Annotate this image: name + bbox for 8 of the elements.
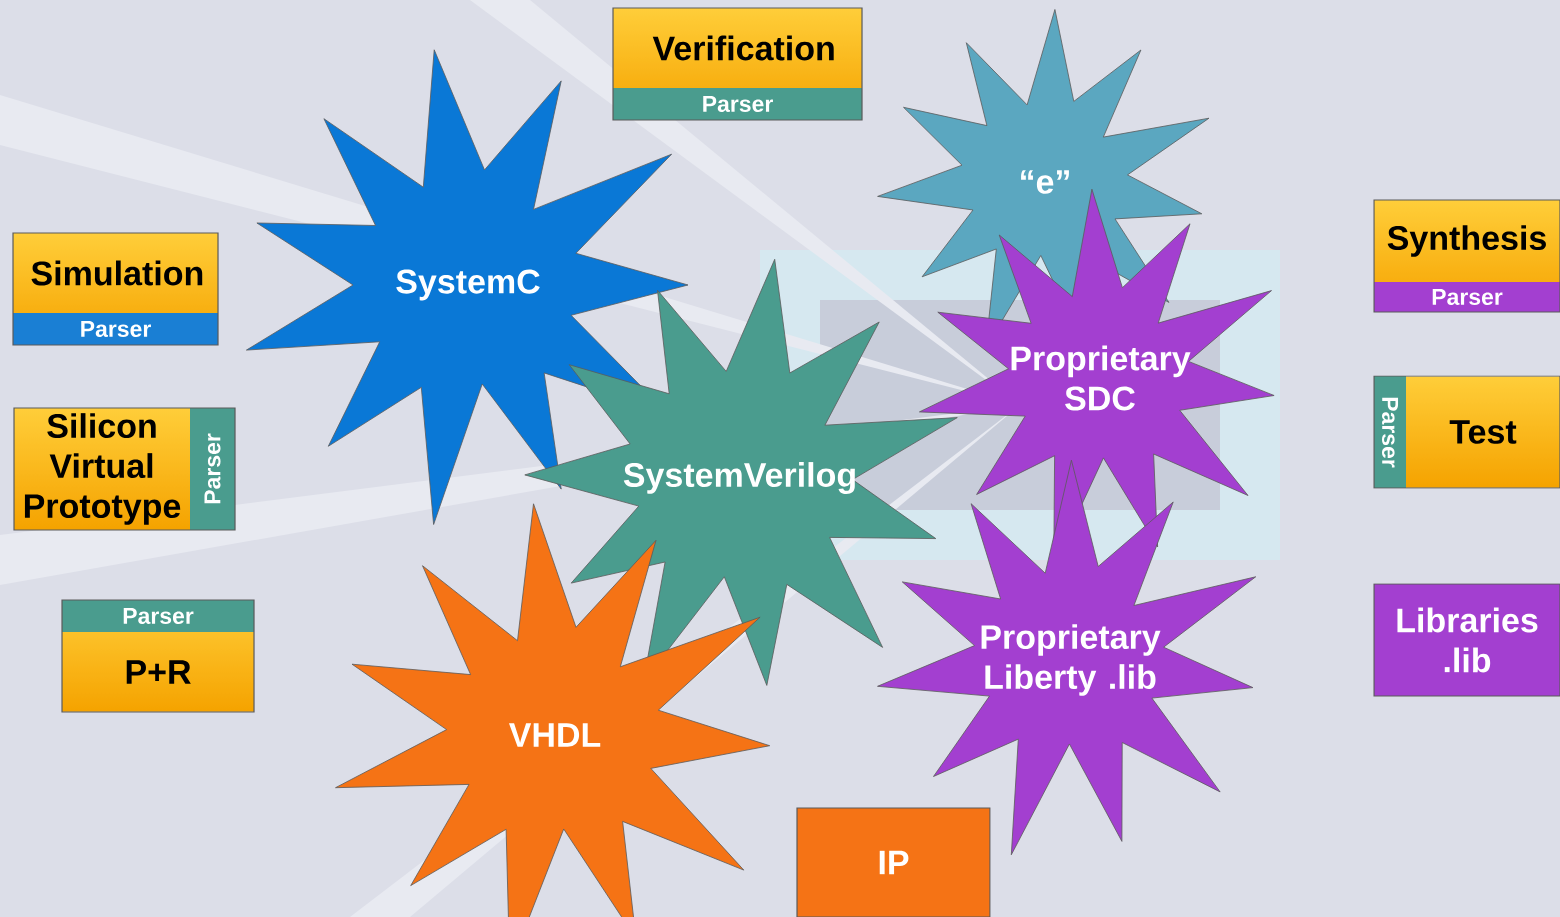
tool-box: Parser P+R — [61, 599, 255, 713]
starburst: VHDL — [335, 503, 771, 917]
tool-box: Simulation Parser — [12, 232, 219, 346]
tool-box: Libraries .lib — [1373, 583, 1560, 697]
tool-box: Synthesis Parser — [1373, 199, 1560, 313]
tool-box: IP — [796, 807, 991, 917]
tool-box: Parser Test — [1373, 375, 1560, 489]
tool-box: Verification Parser — [612, 7, 863, 121]
